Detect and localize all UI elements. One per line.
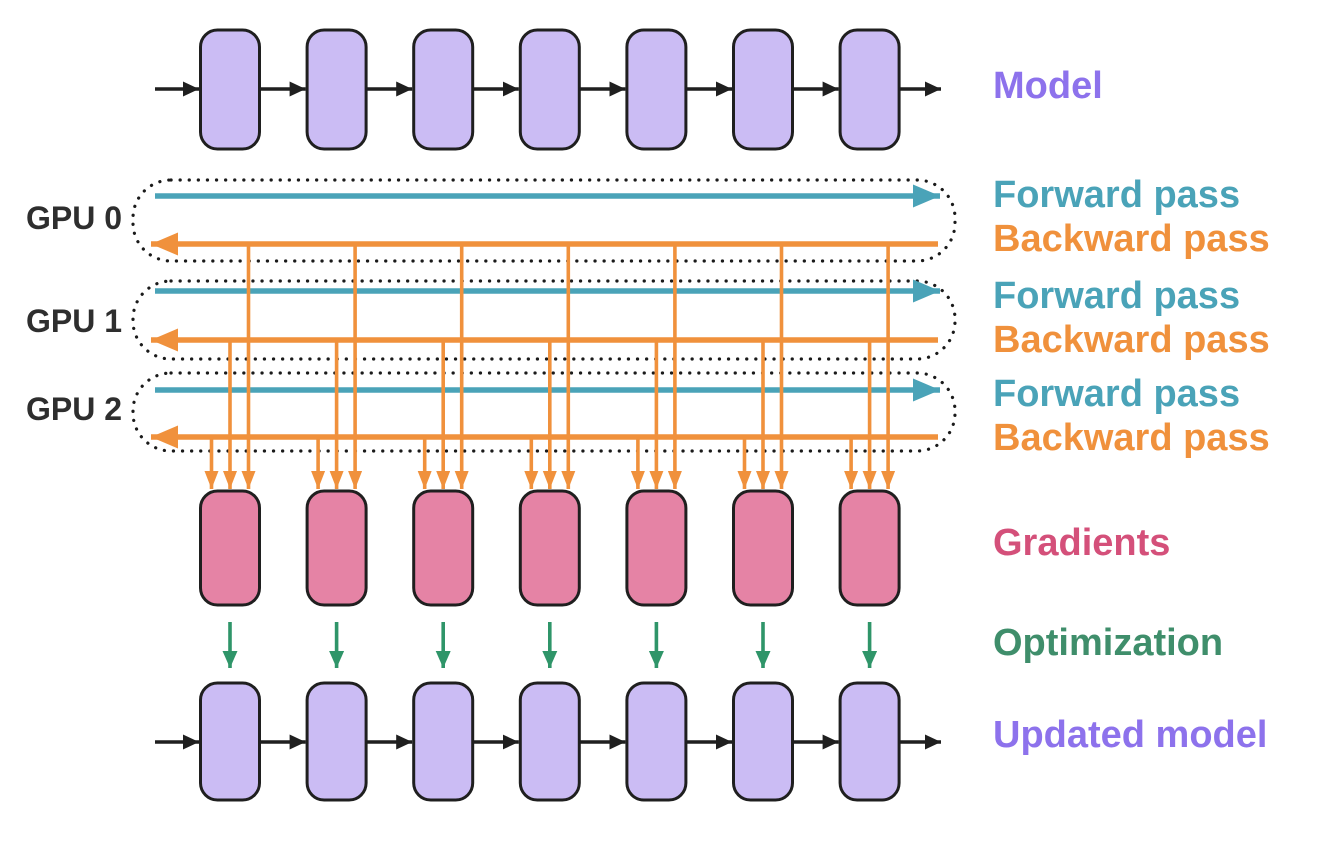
gradient-block-3 [412, 489, 475, 607]
backward-pass-label-gpu2: Backward pass [993, 417, 1270, 459]
gpu-2-label: GPU 2 [26, 391, 122, 427]
model-block-7 [838, 28, 901, 151]
gradient-block-5 [625, 489, 688, 607]
gpu-regions [131, 178, 957, 453]
gradient-block-6 [732, 489, 794, 607]
updated-model-label: Updated model [993, 714, 1267, 756]
gpu-0-label: GPU 0 [26, 200, 122, 236]
labels: GPU 0 GPU 1 GPU 2 Model Forward pass Bac… [26, 65, 1270, 756]
updated-model-block-4 [518, 681, 581, 802]
gradient-block-7 [838, 489, 901, 607]
updated-model-block-7 [838, 681, 901, 802]
gradient-block-1 [199, 489, 261, 607]
model-block-5 [625, 28, 688, 151]
updated-model-block-2 [305, 681, 368, 802]
forward-pass-label-gpu1: Forward pass [993, 275, 1240, 317]
optimization-label: Optimization [993, 622, 1223, 664]
updated-model-row [155, 681, 941, 802]
backward-pass-label-gpu0: Backward pass [993, 218, 1270, 260]
gradients-label: Gradients [993, 522, 1170, 564]
backward-pass-label-gpu1: Backward pass [993, 319, 1270, 361]
model-block-1 [199, 28, 261, 151]
model-block-2 [305, 28, 368, 151]
model-label: Model [993, 65, 1103, 107]
gradient-flow-arrows [204, 244, 896, 489]
updated-model-block-6 [732, 681, 794, 802]
forward-pass-label-gpu0: Forward pass [993, 174, 1240, 216]
gradient-block-2 [305, 489, 368, 607]
model-block-3 [412, 28, 475, 151]
gpu-1-region [131, 279, 957, 361]
forward-pass-label-gpu2: Forward pass [993, 373, 1240, 415]
optimization-arrows [222, 622, 878, 668]
gpu-1-label: GPU 1 [26, 303, 122, 339]
gpu-0-region [131, 178, 957, 263]
forward-pass-arrows [155, 184, 940, 402]
updated-model-block-3 [412, 681, 475, 802]
model-block-4 [518, 28, 581, 151]
updated-model-block-5 [625, 681, 688, 802]
backward-pass-arrows [151, 232, 938, 449]
gpu-2-region [131, 371, 957, 453]
gradient-block-4 [518, 489, 581, 607]
model-row [155, 28, 941, 151]
updated-model-block-1 [199, 681, 261, 802]
model-block-6 [732, 28, 794, 151]
gradient-row [199, 489, 901, 607]
